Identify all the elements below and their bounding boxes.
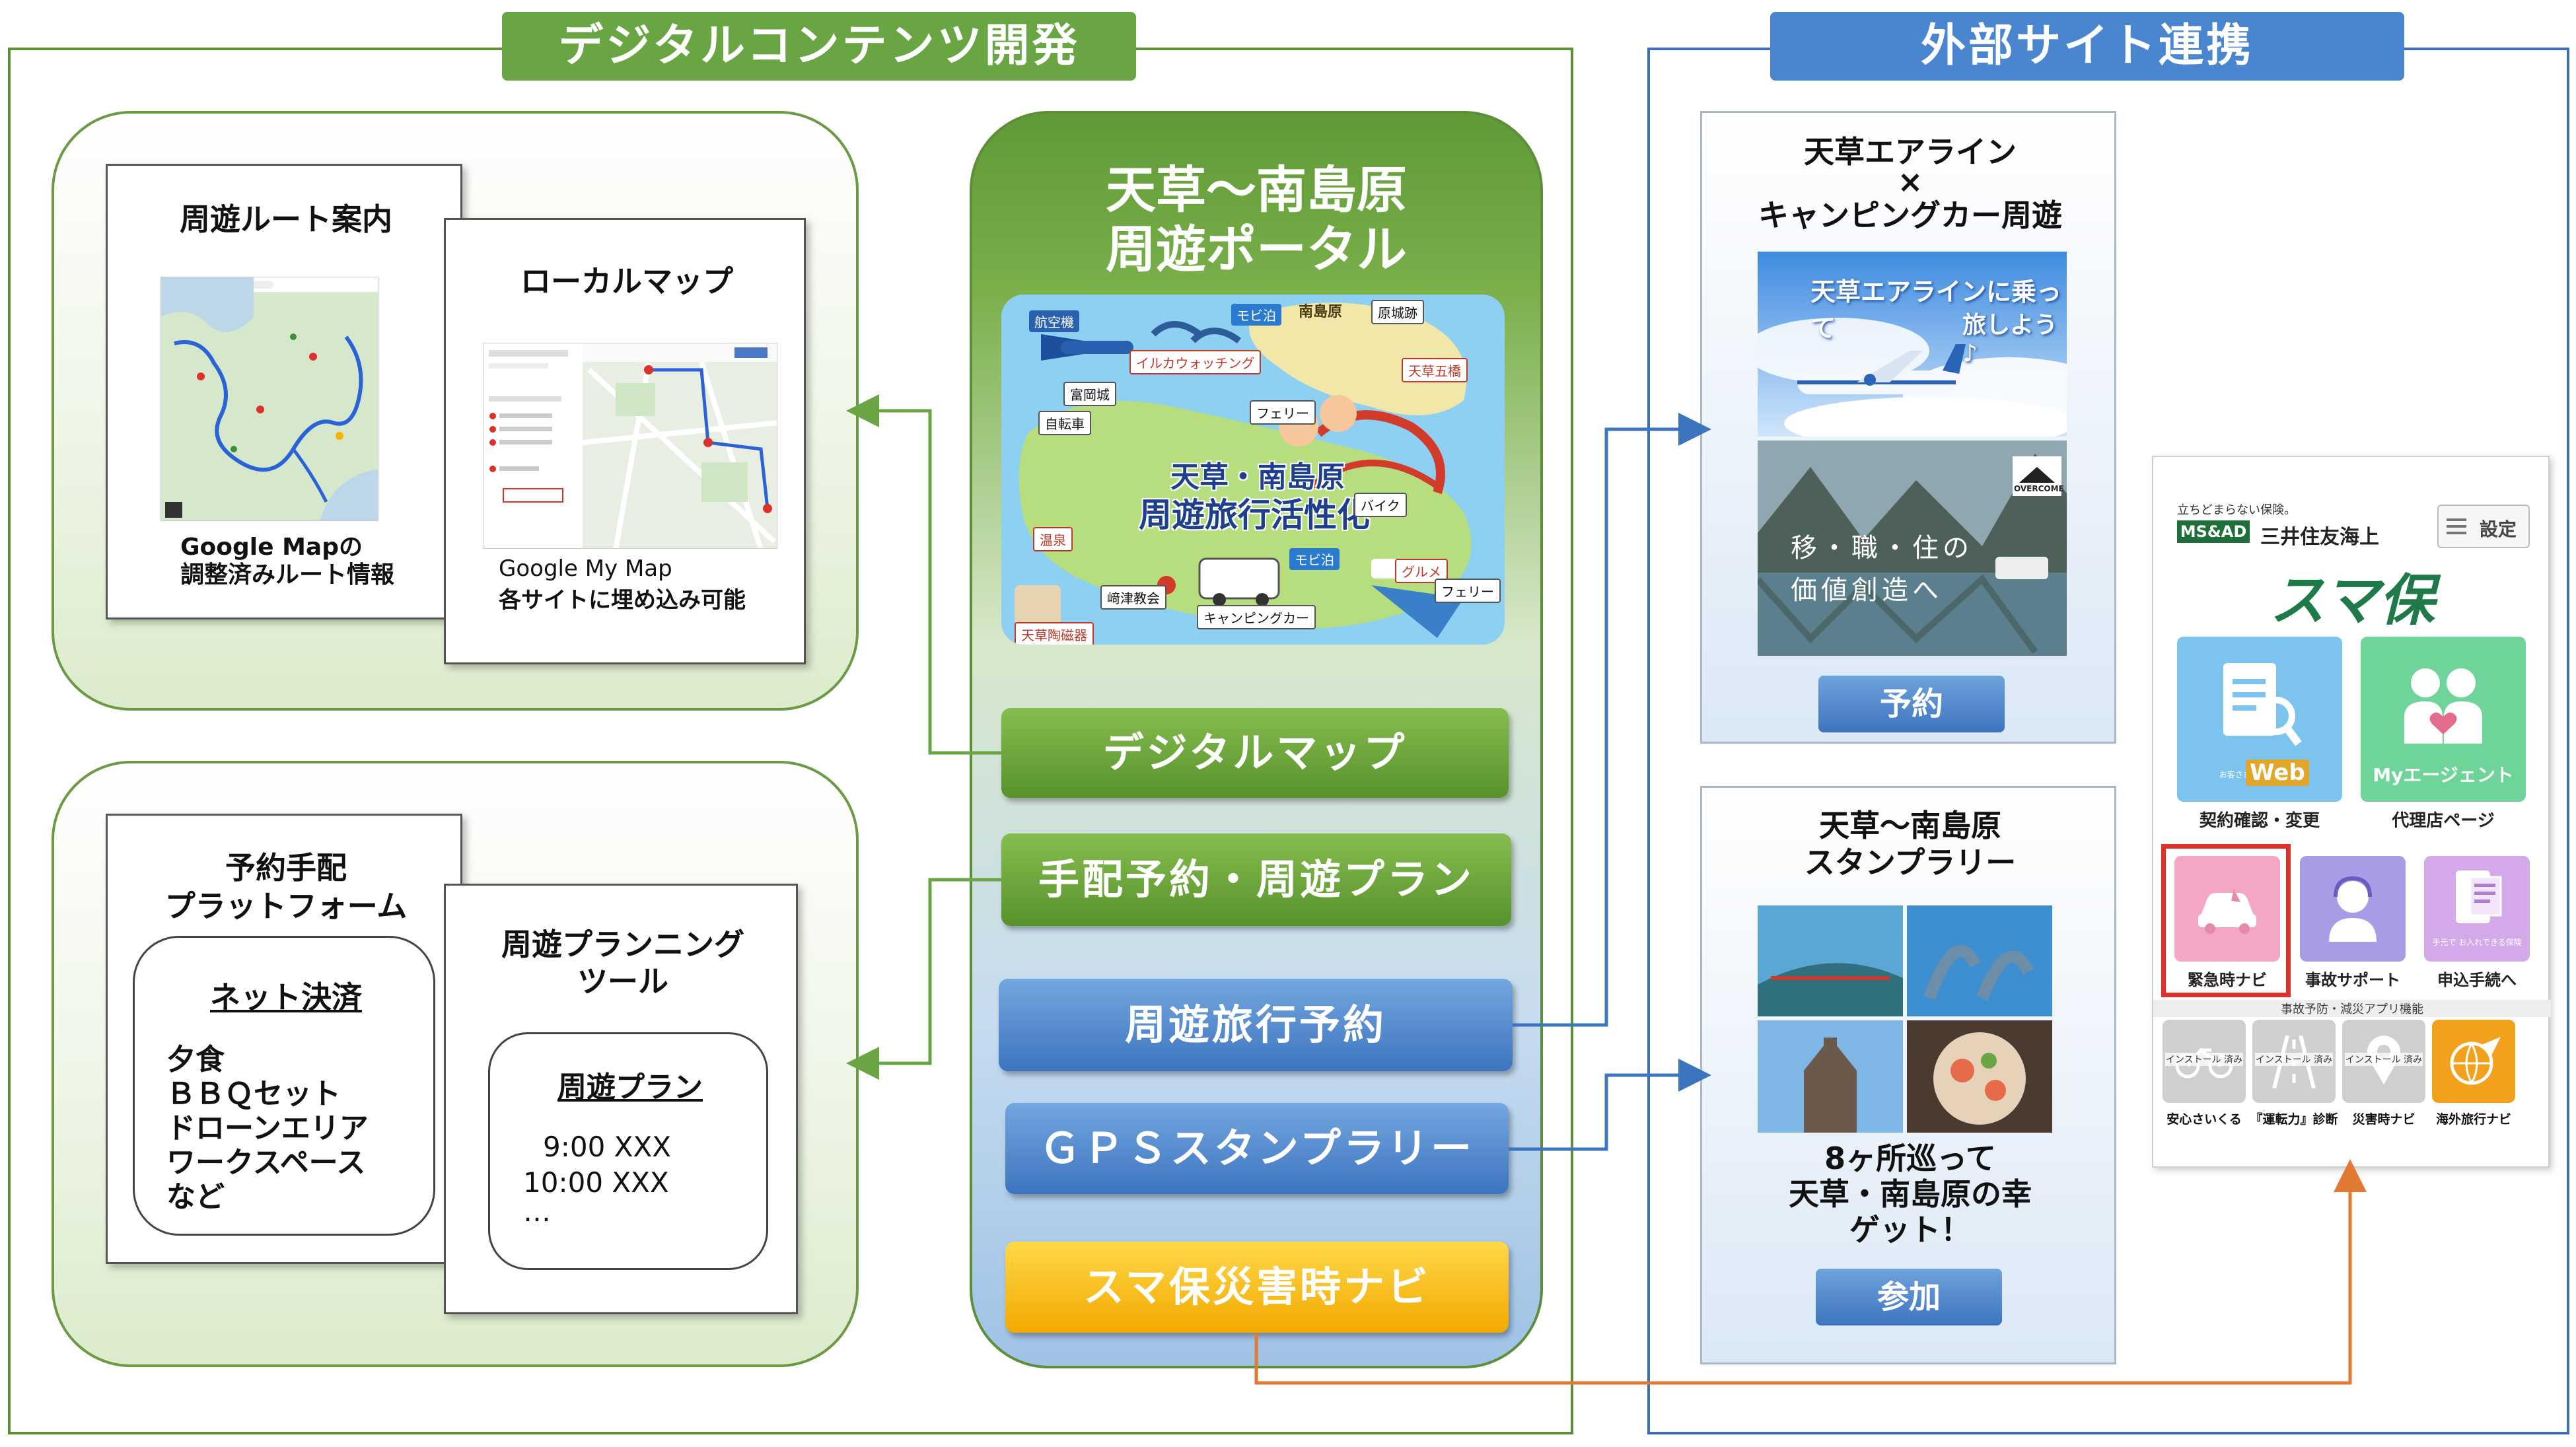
reservation-plan-connector	[863, 880, 1001, 1063]
tour-booking-connector	[1513, 429, 1695, 1025]
digital-map-connector	[863, 411, 1001, 753]
gps-stamp-connector	[1509, 1075, 1695, 1149]
disaster-navi-connector	[1256, 1176, 2350, 1383]
